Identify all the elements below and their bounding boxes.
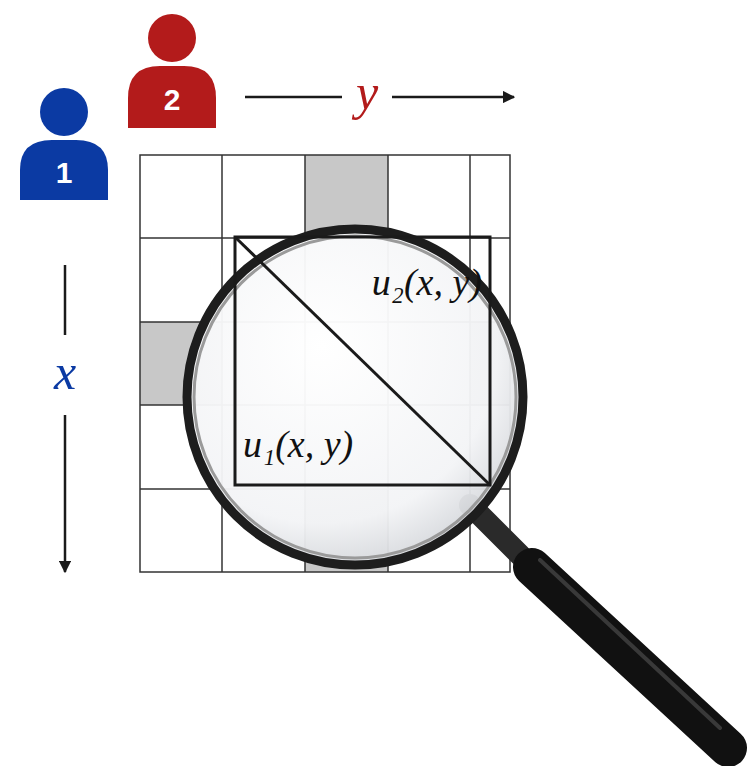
player-number: 2 [128, 83, 216, 117]
payoff-text: u₁(x, y) [243, 425, 353, 463]
player-body: 2 [128, 66, 216, 128]
player-icon [20, 14, 216, 200]
player-body: 1 [20, 140, 108, 200]
axis-label: x [54, 347, 76, 397]
magnifier-lens [187, 229, 523, 565]
payoff-text: u₂(x, y) [372, 263, 482, 301]
magnifier-handle [470, 505, 728, 748]
zoomed-cell [235, 237, 490, 485]
player-number: 1 [20, 156, 108, 190]
lens-rim [194, 236, 516, 558]
axis-label: y [356, 67, 378, 117]
payoff-cell: u₂(x, y) u₁(x, y) [235, 237, 490, 485]
